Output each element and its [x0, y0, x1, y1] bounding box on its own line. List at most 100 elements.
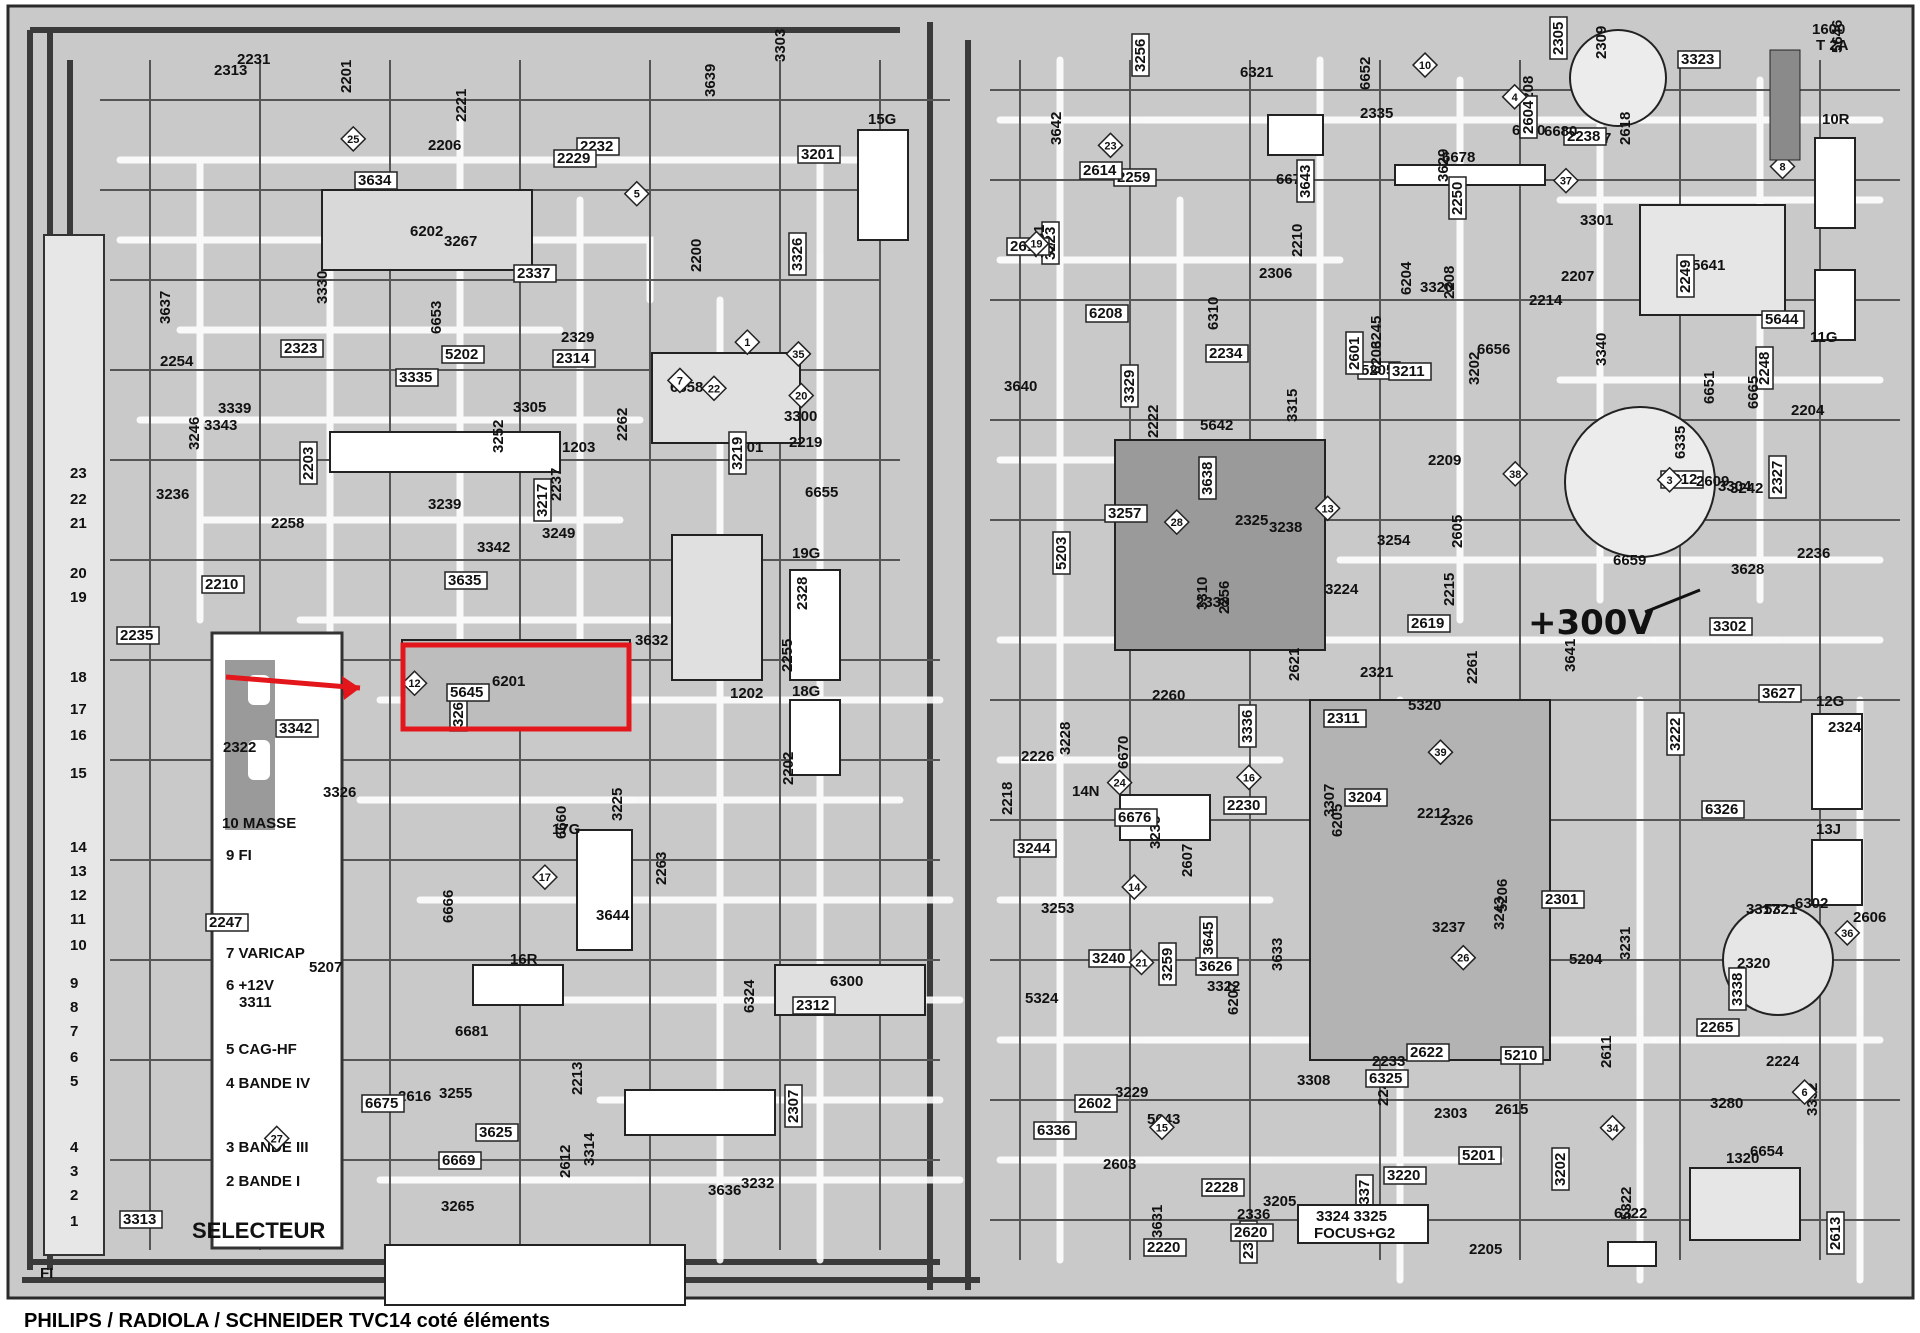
component-3637: 3637: [157, 291, 174, 324]
svg-text:4: 4: [70, 1139, 79, 1156]
component-label: 3259: [1159, 948, 1176, 981]
component-2613: 2613: [1826, 1211, 1845, 1255]
component-label: 6310: [1205, 297, 1222, 330]
resistor-body: [1085, 304, 1129, 323]
component-3629: 3629: [1435, 149, 1452, 182]
component-3242: 3242: [1730, 480, 1763, 497]
component-3280: 3280: [1710, 1095, 1743, 1112]
component-3633: 3633: [1269, 938, 1286, 971]
component-6666: 6666: [440, 890, 457, 923]
resistor-body: [1383, 1166, 1427, 1185]
component-3330: 3330: [314, 271, 331, 304]
component-2200: 2200: [688, 239, 705, 272]
component-label: 2210: [205, 576, 238, 593]
component-2618: 2618: [1617, 112, 1634, 145]
component-label: 3632: [635, 632, 668, 649]
component-3217: 3217: [533, 478, 552, 522]
component-2263: 2263: [653, 852, 670, 885]
svg-text:FOCUS+G2: FOCUS+G2: [1314, 1225, 1395, 1242]
component-2329: 2329: [561, 329, 594, 346]
component-3641: 3641: [1562, 639, 1579, 672]
component-label: 3641: [1562, 639, 1579, 672]
component-label: 3637: [157, 291, 174, 324]
component-5646: 5646: [1829, 20, 1846, 53]
component-label: 2255: [779, 639, 796, 672]
component-label: 2265: [1700, 1019, 1733, 1036]
component-6676: 6676: [1114, 808, 1158, 827]
svg-text:1600: 1600: [1812, 21, 1845, 38]
test-point-label: 12: [408, 678, 420, 690]
test-point-label: 36: [1841, 928, 1853, 940]
component-label: 6665: [1745, 376, 1762, 409]
selector-title: SELECTEUR: [192, 1218, 325, 1243]
selector-pin-5: 5 CAG-HF: [226, 1041, 297, 1058]
component-2255: 2255: [779, 639, 796, 672]
component-label: 3217: [534, 484, 551, 517]
resistor-body: [1406, 1043, 1450, 1062]
component-label: 3242: [1730, 480, 1763, 497]
component-2256: 2256: [1216, 581, 1233, 614]
component-label: 3343: [204, 417, 237, 434]
component-label: 6680: [1544, 123, 1577, 140]
test-point-label: 22: [708, 383, 720, 395]
component-label: 3340: [1593, 333, 1610, 366]
test-point-label: 20: [795, 391, 807, 403]
component-label: 3246: [186, 417, 203, 450]
svg-text:3324 3325: 3324 3325: [1316, 1208, 1387, 1225]
component-3205: 3205: [1263, 1193, 1296, 1210]
component-label: 2263: [653, 852, 670, 885]
component-label: 2214: [1529, 292, 1563, 309]
component-label: 2612: [557, 1145, 574, 1178]
component-3243: 3243: [1491, 897, 1508, 930]
component-label: 2603: [1103, 1156, 1136, 1173]
test-point-22: 22: [700, 375, 728, 402]
svg-text:6322: 6322: [1614, 1205, 1647, 1222]
component-2611: 2611: [1598, 1035, 1615, 1068]
svg-text:6201: 6201: [492, 673, 525, 690]
svg-text:6678: 6678: [1442, 149, 1475, 166]
component-label: 6208: [1089, 305, 1122, 322]
component-label: 6207: [1225, 982, 1242, 1015]
component-3259: 3259: [1158, 942, 1177, 986]
component-2603: 2603: [1103, 1156, 1136, 1173]
component-2606: 2606: [1853, 909, 1886, 926]
component-5202: 5202: [441, 345, 485, 364]
component-label: 2614: [1083, 162, 1117, 179]
component-label: 3315: [1284, 389, 1301, 422]
component-3317: 3317: [1746, 901, 1779, 918]
component-label: 3237: [1432, 919, 1465, 936]
component-2235: 2235: [116, 626, 160, 645]
voltage-arrow: [1644, 588, 1701, 614]
svg-text:19G: 19G: [792, 545, 820, 562]
component-label: 5204: [1569, 951, 1603, 968]
connector-labels: 15G 19G 18G 17G 16R 12G 13J 11G 10R 14N: [510, 111, 1850, 968]
component-label: 6204: [1398, 261, 1415, 295]
component-label: 3645: [1200, 922, 1217, 955]
component-3252: 3252: [490, 420, 507, 453]
component-label: 5205: [1361, 362, 1394, 379]
component-2303: 2303: [1434, 1105, 1467, 1122]
component-2234: 2234: [1205, 344, 1249, 363]
component-2219: 2219: [789, 434, 822, 451]
component-3303: 3303: [772, 29, 789, 62]
component-label: 2328: [794, 577, 811, 610]
component-label: 2248: [1756, 352, 1773, 385]
component-3335: 3335: [395, 368, 439, 387]
test-point-diamond: [1656, 466, 1683, 493]
highlight-6201: [225, 642, 632, 732]
component-label: 2247: [209, 914, 242, 931]
resistor-body: [1079, 161, 1123, 180]
component-2609: 2609: [1696, 473, 1729, 490]
component-label: 2323: [284, 340, 317, 357]
svg-text:15G: 15G: [868, 111, 896, 128]
component-5322: 5322: [1618, 1187, 1635, 1220]
component-3313: 3313: [119, 1210, 163, 1229]
component-label: 6324: [741, 979, 758, 1013]
test-point-label: 7: [677, 375, 683, 387]
voltage-label: +300V: [1528, 603, 1654, 643]
svg-text:6300: 6300: [830, 973, 863, 990]
component-label: 3320: [1420, 279, 1453, 296]
component-5204: 5204: [1569, 951, 1603, 968]
component-3236: 3236: [156, 486, 189, 503]
